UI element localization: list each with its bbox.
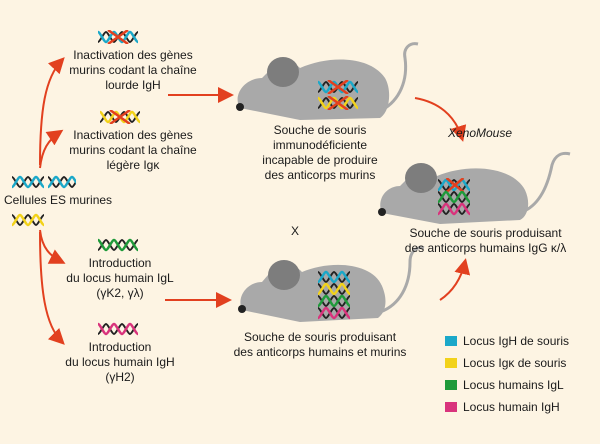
mouse2-igh-human-dna-icon <box>318 306 350 320</box>
cross-symbol: X <box>290 224 299 238</box>
legend-swatch <box>445 358 457 368</box>
human-antibodies-mouse-label: Souche de souris produisant des anticorp… <box>404 226 567 255</box>
arrow-to-human-mouse <box>439 258 471 301</box>
heavy-chain-inactivation-label: Inactivation des gènes murins codant la … <box>69 48 197 92</box>
es-cells-label: Cellules ES murines <box>4 193 113 207</box>
murine-igh-dna-icon <box>98 30 138 44</box>
human-antibodies-mouse <box>378 151 571 224</box>
es-igh-dna-icon <box>12 175 44 189</box>
legend-item-murine-igh: Locus IgH de souris <box>445 330 595 352</box>
legend-swatch <box>445 336 457 346</box>
mouse3-igh-human-dna-icon <box>438 202 471 216</box>
mouse2-igk-dna-icon <box>318 282 350 296</box>
arrow-to-light-inactivation <box>39 129 64 169</box>
mouse2-igl-dna-icon <box>318 294 350 308</box>
mouse2-igh-dna-icon <box>318 270 350 284</box>
mouse1-igk-dna-icon <box>318 96 358 110</box>
igl-introduction-label: Introduction du locus humain IgL (γK2, γ… <box>66 256 174 300</box>
human-igl-dna-icon <box>98 238 138 252</box>
arrow-to-igh-introduction <box>39 231 65 345</box>
legend-item-human-igh: Locus humain IgH <box>445 396 595 418</box>
legend: Locus IgH de souris Locus Igκ de souris … <box>445 330 595 418</box>
legend-item-murine-igk: Locus Igκ de souris <box>445 352 595 374</box>
murine-igk-dna-icon <box>100 110 140 124</box>
legend-item-human-igl: Locus humains IgL <box>445 374 595 396</box>
mouse3-igl-dna-icon <box>438 190 471 204</box>
legend-swatch <box>445 402 457 412</box>
light-chain-inactivation-label: Inactivation des gènes murins codant la … <box>69 128 197 172</box>
xenomouse-label: XenoMouse <box>447 126 513 140</box>
mouse3-igh-dna-icon <box>438 178 471 192</box>
human-igh-dna-icon <box>98 322 138 336</box>
immunodeficient-mouse <box>236 42 419 120</box>
arrow-to-heavy-inactivation <box>39 57 65 166</box>
legend-swatch <box>445 380 457 390</box>
arrow-to-xenomouse <box>414 97 467 142</box>
igh-introduction-label: Introduction du locus humain IgH (γH2) <box>65 340 175 384</box>
es-igk-dna-icon <box>12 213 44 227</box>
mouse1-igh-dna-icon <box>318 80 358 94</box>
mixed-antibodies-mouse-label: Souche de souris produisant des anticorp… <box>233 330 407 359</box>
immunodeficient-mouse-label: Souche de souris immunodéficiente incapa… <box>262 123 378 182</box>
es-igh-dna-icon <box>48 175 76 189</box>
